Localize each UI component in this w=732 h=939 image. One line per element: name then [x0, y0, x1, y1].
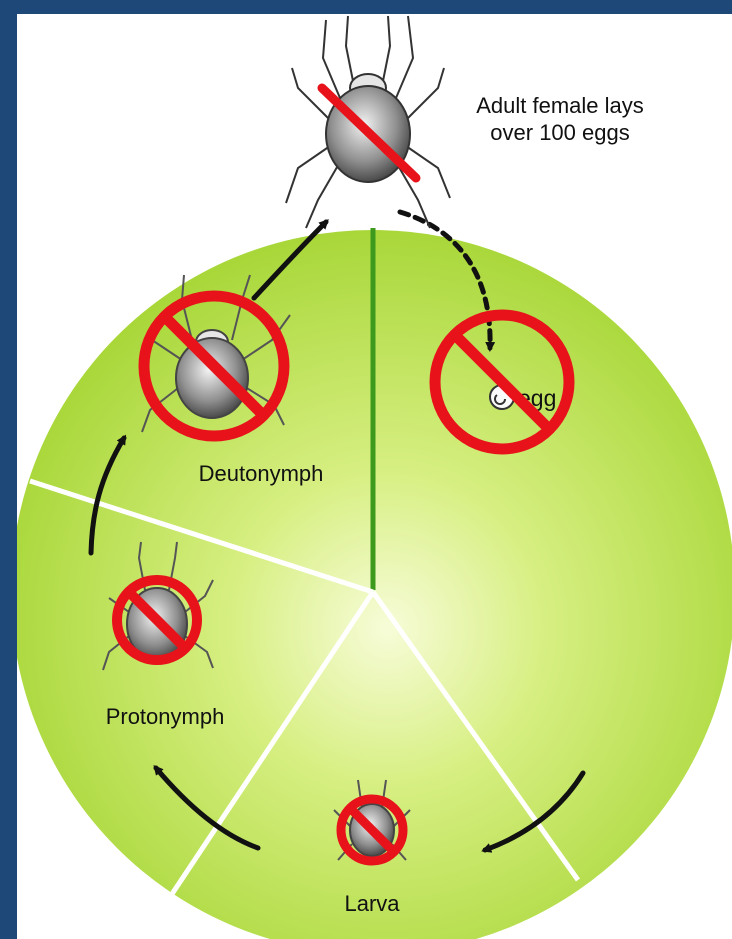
adult-caption-line2: over 100 eggs — [490, 120, 629, 145]
stage-label-deutonymph: Deutonymph — [199, 461, 324, 486]
stage-label-protonymph: Protonymph — [106, 704, 225, 729]
mite-adult-icon — [286, 16, 450, 228]
stage-label-larva: Larva — [344, 891, 400, 916]
adult-caption-line1: Adult female lays — [476, 93, 644, 118]
